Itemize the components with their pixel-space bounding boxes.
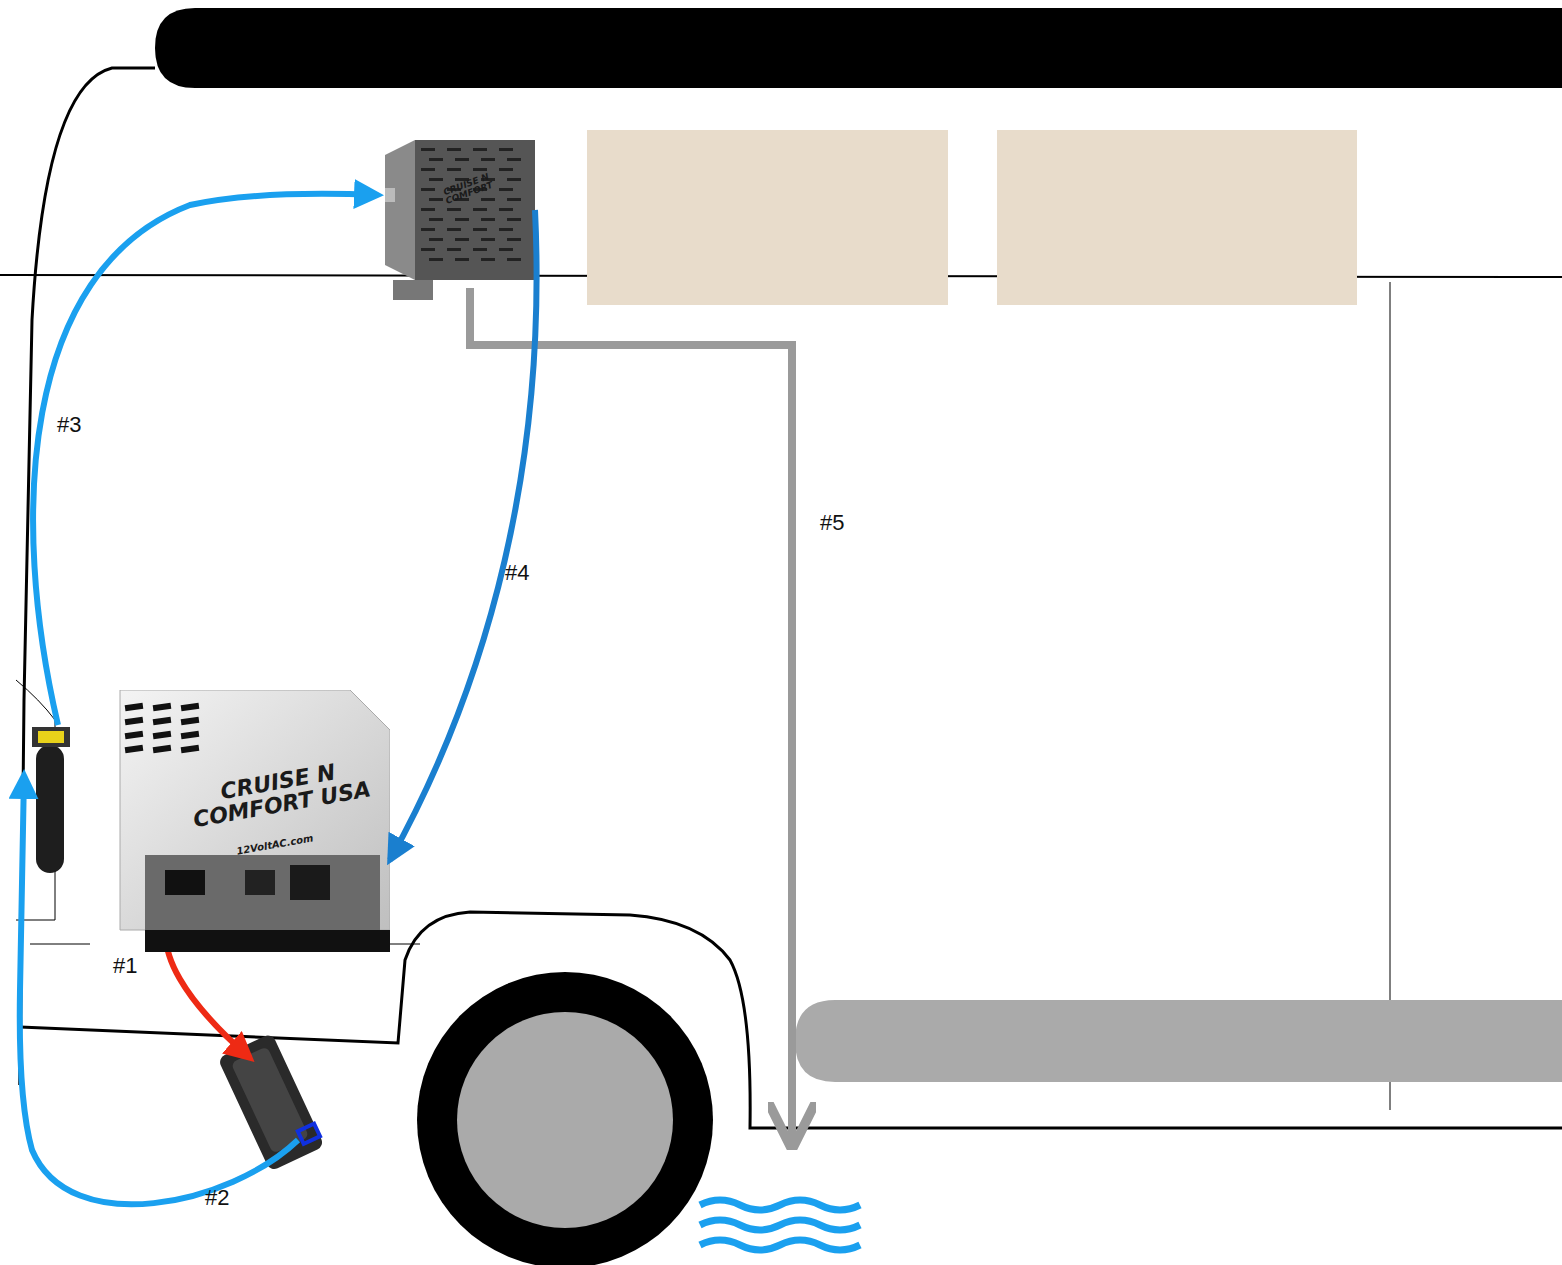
vent-slot	[507, 178, 521, 181]
vent-slot	[481, 258, 495, 261]
mount-plate	[145, 930, 390, 952]
vent-slot	[153, 731, 172, 739]
vent-slot	[421, 188, 435, 191]
vent-slot	[181, 731, 200, 739]
vent-slot	[125, 717, 144, 725]
vent-slot	[429, 158, 443, 161]
callout-number: #1	[113, 955, 137, 977]
port	[165, 870, 205, 895]
vent-slot	[481, 158, 495, 161]
vent-slot	[429, 258, 443, 261]
roof-bar	[155, 8, 1562, 88]
vent-slot	[499, 168, 513, 171]
vent-slot	[181, 703, 200, 711]
callout-number: #4	[505, 562, 529, 584]
water-waves	[700, 1200, 860, 1250]
vent-slot	[153, 717, 172, 725]
front-component	[36, 745, 64, 873]
vent-slot	[421, 168, 435, 171]
vent-slot	[507, 158, 521, 161]
vent-slot	[181, 745, 200, 753]
control-panel	[145, 855, 380, 935]
vent-slot	[473, 208, 487, 211]
drain-line	[470, 288, 792, 1140]
ac-unit: CRUISE N COMFORT USA12VoltAC.com	[105, 690, 390, 960]
vent-slot	[447, 228, 461, 231]
vent-slot	[499, 228, 513, 231]
window	[997, 130, 1357, 305]
window	[587, 130, 948, 305]
vent-slot	[473, 248, 487, 251]
vent-slot	[473, 148, 487, 151]
vent-slot	[481, 198, 495, 201]
vent-slot	[447, 208, 461, 211]
refrigerant-line	[390, 210, 537, 860]
vent-slot	[153, 745, 172, 753]
vent-slot	[499, 188, 513, 191]
ac-unit: CRUISE N COMFORT	[385, 140, 535, 305]
vent-slot	[429, 178, 443, 181]
vent-slot	[507, 218, 521, 221]
vent-slot	[429, 198, 443, 201]
vent-slot	[481, 238, 495, 241]
vent-slot	[429, 238, 443, 241]
unit-side	[385, 140, 415, 280]
vent-slot	[125, 745, 144, 753]
vent-slot	[447, 148, 461, 151]
callout-number: #3	[57, 414, 81, 436]
drier-component	[217, 1033, 324, 1172]
port	[290, 865, 330, 900]
vent-slot	[153, 703, 172, 711]
side-step	[795, 1000, 1562, 1082]
unit-body	[385, 140, 535, 305]
vent-slot	[181, 717, 200, 725]
vent-slot	[125, 703, 144, 711]
van-front-outline	[20, 68, 155, 1085]
fitting	[38, 731, 64, 743]
vent-slot	[499, 208, 513, 211]
vent-slot	[455, 218, 469, 221]
vent-slot	[499, 248, 513, 251]
vent-slot	[447, 168, 461, 171]
vent-slot	[481, 218, 495, 221]
vent-slot	[429, 218, 443, 221]
vent-slot	[507, 258, 521, 261]
vent-slot	[421, 208, 435, 211]
vent-slot	[455, 238, 469, 241]
vent-slot	[473, 228, 487, 231]
port	[245, 870, 275, 895]
vent-slot	[455, 258, 469, 261]
vent-slot	[421, 248, 435, 251]
vent-slot	[507, 198, 521, 201]
callout-number: #2	[205, 1187, 229, 1209]
vent-slot	[507, 238, 521, 241]
vent-slot	[125, 731, 144, 739]
wheel-hub	[457, 1012, 673, 1228]
wheel-tire	[417, 972, 713, 1265]
refrigerant-line	[33, 194, 378, 725]
mount-bracket	[393, 280, 433, 300]
vent-slot	[499, 148, 513, 151]
fitting	[32, 727, 70, 747]
unit-housing	[415, 140, 535, 280]
vent-slot	[447, 248, 461, 251]
unit-body	[105, 690, 390, 960]
vent-slot	[455, 158, 469, 161]
trim-line	[30, 944, 90, 945]
fitting	[385, 188, 395, 202]
vent-slot	[421, 148, 435, 151]
vent-slot	[421, 228, 435, 231]
vent-slot	[473, 168, 487, 171]
door-line	[1390, 282, 1391, 1110]
callout-number: #5	[820, 512, 844, 534]
